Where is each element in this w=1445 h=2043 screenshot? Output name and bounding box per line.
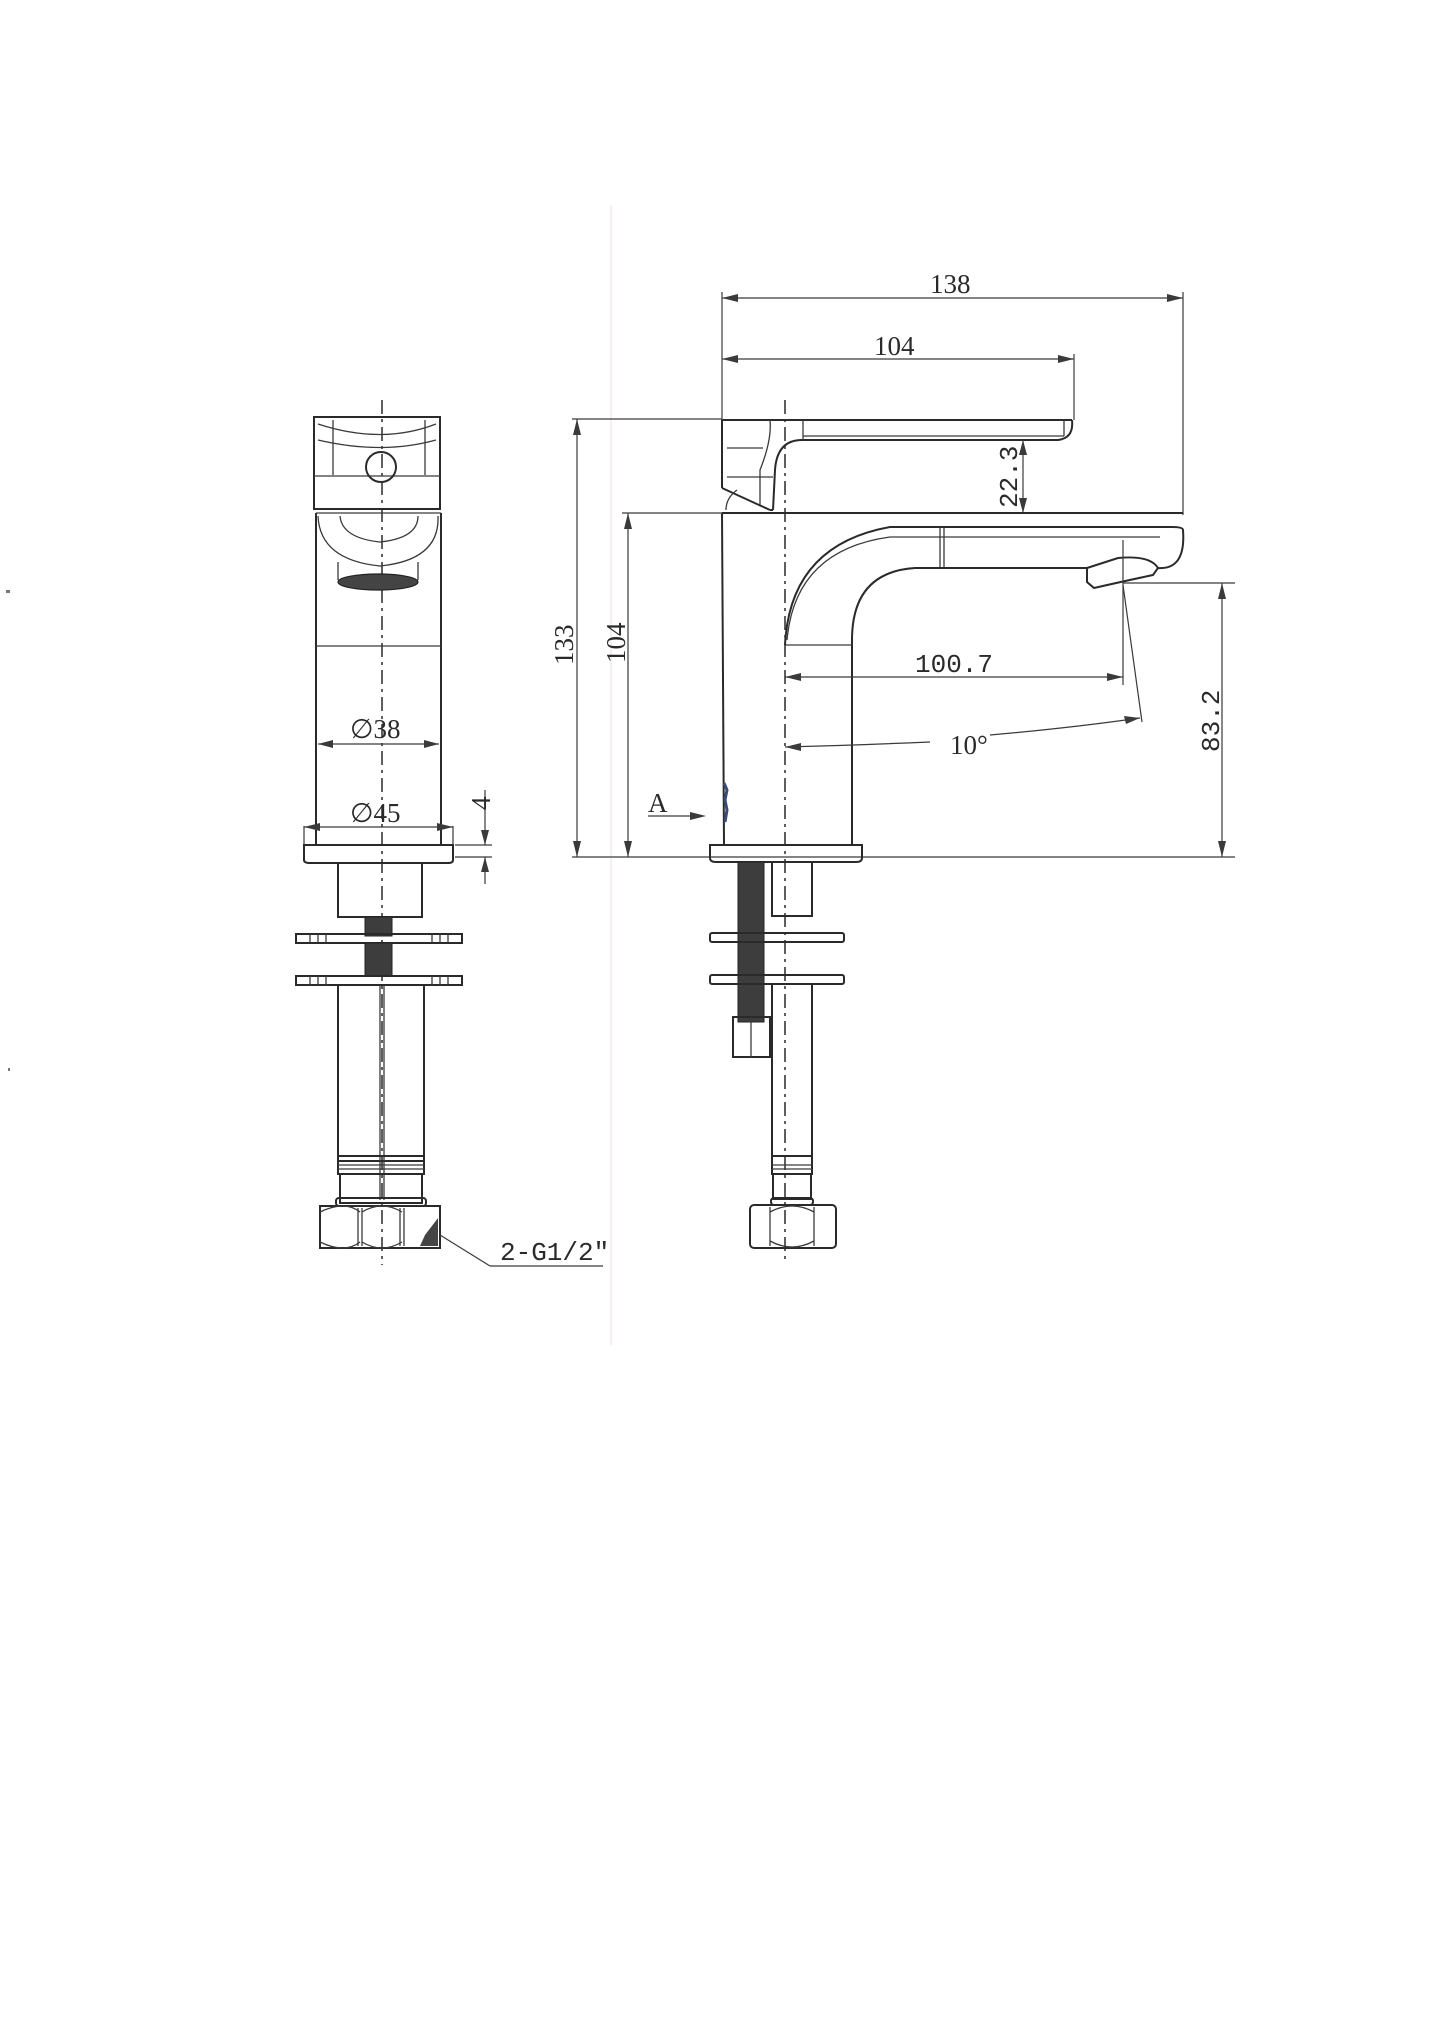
side-shank: [709, 861, 845, 1249]
front-lever: [313, 416, 441, 510]
label-lever-length: 104: [874, 331, 915, 361]
label-spout-reach: 100.7: [915, 650, 993, 680]
dim-base-diameter: ∅45: [303, 798, 454, 855]
dim-body-height: 104: [601, 512, 722, 857]
front-base: [303, 844, 454, 864]
dim-lever-gap: 22.3: [995, 440, 1027, 513]
view-marker-a: A: [648, 782, 729, 823]
dim-outlet-height: 83.2: [1123, 582, 1235, 857]
aerator-outlet: [337, 573, 419, 591]
dim-overall-length: 138: [721, 269, 1184, 515]
dim-body-diameter: ∅38: [318, 714, 439, 748]
label-outlet-height: 83.2: [1197, 690, 1227, 752]
front-hoses: [335, 984, 427, 1207]
dim-spout-reach: 100.7: [785, 540, 1124, 685]
label-base-thickness: 4: [466, 796, 496, 810]
dim-spout-angle: 10°: [784, 584, 1143, 760]
scan-speck: [6, 590, 10, 593]
label-view-marker: A: [648, 788, 668, 818]
side-base: [709, 844, 863, 863]
front-shank: [295, 862, 463, 986]
label-lever-gap: 22.3: [995, 446, 1025, 508]
dim-overall-height: 133: [549, 418, 722, 857]
side-body: [721, 512, 1185, 846]
callout-connection-thread: 2-G1/2": [439, 1234, 609, 1268]
label-body-diameter: ∅38: [350, 714, 401, 744]
label-connection-thread: 2-G1/2": [500, 1238, 609, 1268]
front-view: ∅38 ∅45 4: [295, 400, 609, 1268]
front-hex-nuts: [319, 1205, 441, 1249]
label-body-height: 104: [601, 622, 631, 663]
label-spout-angle: 10°: [950, 730, 988, 760]
side-lever: [721, 419, 1074, 511]
dim-base-thickness: 4: [455, 790, 496, 884]
label-overall-height: 133: [549, 625, 579, 666]
front-body: [315, 512, 442, 845]
label-overall-length: 138: [930, 269, 971, 299]
label-base-diameter: ∅45: [350, 798, 401, 828]
side-view: 138 104: [549, 269, 1235, 1262]
dim-lever-length: 104: [722, 331, 1075, 420]
scan-speck: [8, 1068, 10, 1071]
